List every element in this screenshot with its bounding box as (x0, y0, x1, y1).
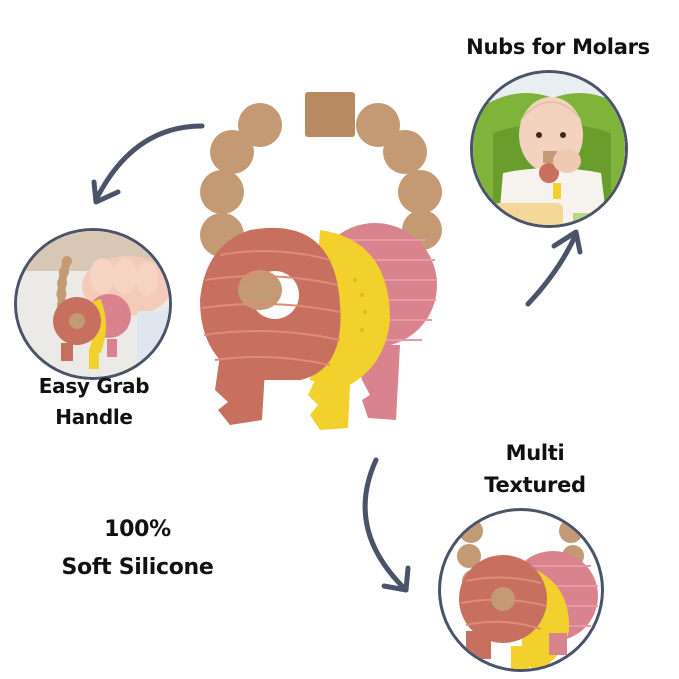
baby-chewing-illustration (473, 73, 625, 225)
photo-hand-grab-circle (14, 228, 172, 380)
feature-label-textured: Multi Textured (440, 440, 630, 499)
ring-clasp (305, 92, 355, 137)
feature-label-grab-line2: Handle (55, 405, 133, 429)
feature-label-textured-line2: Textured (484, 473, 586, 498)
feature-label-grab-line1: Easy Grab (38, 374, 150, 398)
arrow-to-textured-icon (362, 457, 411, 593)
feature-label-silicone-line1: 100% (104, 517, 171, 542)
feature-label-nubs: Nubs for Molars (466, 35, 650, 59)
photo-textured-closeup-circle (438, 508, 604, 672)
hand-grab-illustration (17, 231, 169, 377)
photo-baby-chewing-circle (470, 70, 628, 228)
feature-label-silicone-line2: Soft Silicone (61, 554, 214, 580)
teether-product-image (200, 92, 442, 430)
feature-label-textured-line1: Multi (505, 441, 565, 465)
feature-label-grab: Easy Grab Handle (8, 374, 180, 430)
arrow-to-grab-icon (91, 123, 205, 205)
terracotta-key (200, 227, 341, 425)
teether-closeup-illustration (457, 519, 598, 669)
arrow-to-nubs-icon (525, 229, 583, 307)
feature-label-silicone: 100% Soft Silicone (10, 516, 265, 581)
